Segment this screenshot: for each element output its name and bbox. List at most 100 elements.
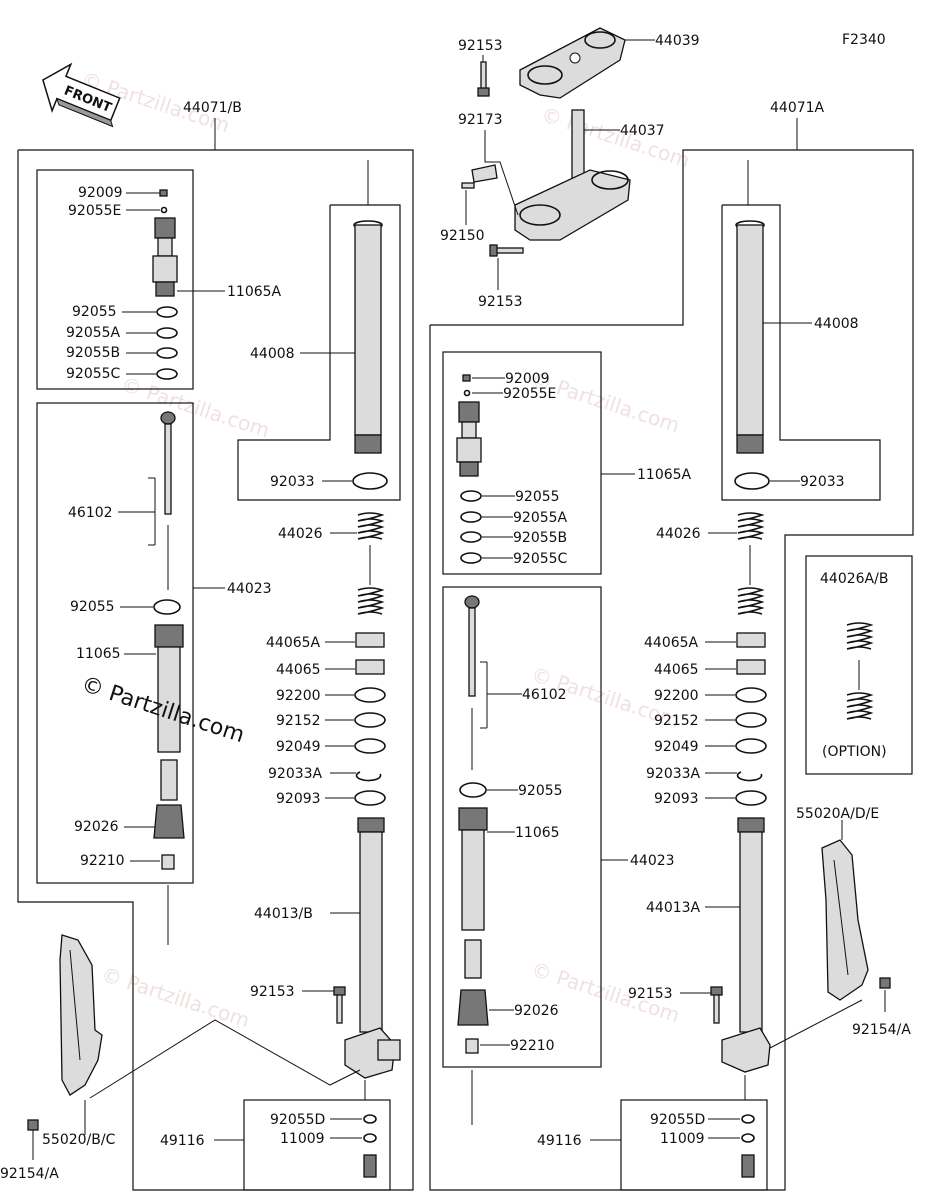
label-r92055e: 92055E (503, 386, 556, 402)
label-44071b: 44071/B (183, 100, 242, 116)
label-r11009: 11009 (660, 1131, 705, 1147)
washer-icon (735, 712, 767, 728)
o-ring-icon (741, 1114, 755, 1124)
right-fork-spring (737, 512, 765, 615)
label-r44065a: 44065A (644, 635, 699, 651)
label-92055e: 92055E (68, 203, 121, 219)
label-r46102: 46102 (522, 687, 567, 703)
bushing-icon (355, 632, 385, 648)
nut-icon (465, 1038, 479, 1054)
label-44023: 44023 (227, 581, 272, 597)
watermark: © Partzilla.com (528, 367, 682, 438)
right-damper-rod (464, 595, 480, 770)
label-55020bc: 55020/B/C (42, 1132, 116, 1148)
oil-seal-icon (735, 738, 767, 754)
left-damper-rod (160, 411, 176, 590)
left-damper-box (36, 402, 194, 884)
label-92055: 92055 (72, 304, 117, 320)
screw-icon (159, 189, 168, 197)
right-damper-box (442, 586, 602, 1068)
label-r49116: 49116 (537, 1133, 582, 1149)
option-spring (846, 622, 874, 720)
label-11065a: 11065A (227, 284, 282, 300)
option-label: (OPTION) (822, 744, 887, 760)
o-ring-icon (156, 347, 178, 359)
left-outer-tube-box (237, 204, 401, 501)
label-r55020ade: 55020A/D/E (796, 806, 879, 822)
label-r44026: 44026 (656, 526, 701, 542)
washer-icon (354, 712, 386, 728)
o-ring-icon (156, 327, 178, 339)
label-r44008: 44008 (814, 316, 859, 332)
watermark: © Partzilla.com (118, 372, 272, 443)
dust-seal-icon (735, 790, 767, 806)
o-ring-icon (460, 511, 482, 523)
label-r11065a: 11065A (637, 467, 692, 483)
label-92033: 92033 (270, 474, 315, 490)
label-r44023: 44023 (630, 853, 675, 869)
left-fork-guard (59, 934, 103, 1096)
label-92150: 92150 (440, 228, 485, 244)
bushing-icon (355, 659, 385, 675)
label-44037: 44037 (620, 123, 665, 139)
label-r92153: 92153 (628, 986, 673, 1002)
label-r44013a: 44013A (646, 900, 701, 916)
o-ring-icon (153, 599, 181, 615)
label-r44026ab: 44026A/B (820, 571, 888, 587)
bushing-icon (736, 632, 766, 648)
screw-icon (462, 374, 471, 382)
right-outer-tube-box (721, 204, 881, 501)
label-92210: 92210 (80, 853, 125, 869)
label-49116: 49116 (160, 1133, 205, 1149)
o-ring-icon (156, 306, 178, 318)
o-ring-icon (741, 1133, 755, 1143)
oil-seal-icon (354, 738, 386, 754)
right-base-valve (457, 989, 489, 1026)
diagram-code: F2340 (842, 32, 886, 48)
o-ring-icon (460, 531, 482, 543)
label-r92055-lower: 92055 (518, 783, 563, 799)
label-92026: 92026 (74, 819, 119, 835)
label-r92055a: 92055A (513, 510, 568, 526)
washer-icon (354, 687, 386, 703)
label-r44065: 44065 (654, 662, 699, 678)
screw-icon (461, 182, 475, 189)
circlip-icon (736, 771, 763, 782)
option-spring-box (805, 555, 913, 775)
label-r92049: 92049 (654, 739, 699, 755)
left-inner-tube (344, 817, 401, 1079)
label-92153: 92153 (250, 984, 295, 1000)
label-92154a: 92154/A (0, 1166, 59, 1182)
label-92055c: 92055C (66, 366, 121, 382)
label-92009: 92009 (78, 185, 123, 201)
label-92153-mid: 92153 (478, 294, 523, 310)
label-92049: 92049 (276, 739, 321, 755)
o-ring-icon (734, 472, 770, 490)
right-cartridge-tube (458, 807, 488, 979)
front-arrow-icon: FRONT (42, 62, 121, 128)
right-outer-tube (735, 220, 765, 454)
valve-icon (363, 1154, 377, 1178)
bolt-icon (489, 244, 524, 257)
dust-seal-icon (354, 790, 386, 806)
right-axle-parts-box (620, 1099, 768, 1191)
label-44065a: 44065A (266, 635, 321, 651)
left-outer-tube (353, 220, 383, 454)
right-inner-tube (721, 817, 771, 1073)
valve-icon (741, 1154, 755, 1178)
label-r11065: 11065 (515, 825, 560, 841)
o-ring-icon (460, 552, 482, 564)
right-fork-guard (821, 839, 869, 1001)
circlip-icon (355, 771, 382, 782)
left-axle-parts-box (243, 1099, 391, 1191)
steering-stem (514, 109, 631, 241)
label-92200: 92200 (276, 688, 321, 704)
bolt-icon (710, 986, 723, 1024)
o-ring-icon (156, 368, 178, 380)
o-ring-icon (459, 782, 487, 798)
left-fork-spring (357, 512, 385, 615)
o-ring-icon (363, 1133, 377, 1143)
left-valve-assembly (152, 217, 178, 297)
label-92173: 92173 (458, 112, 503, 128)
label-92093: 92093 (276, 791, 321, 807)
